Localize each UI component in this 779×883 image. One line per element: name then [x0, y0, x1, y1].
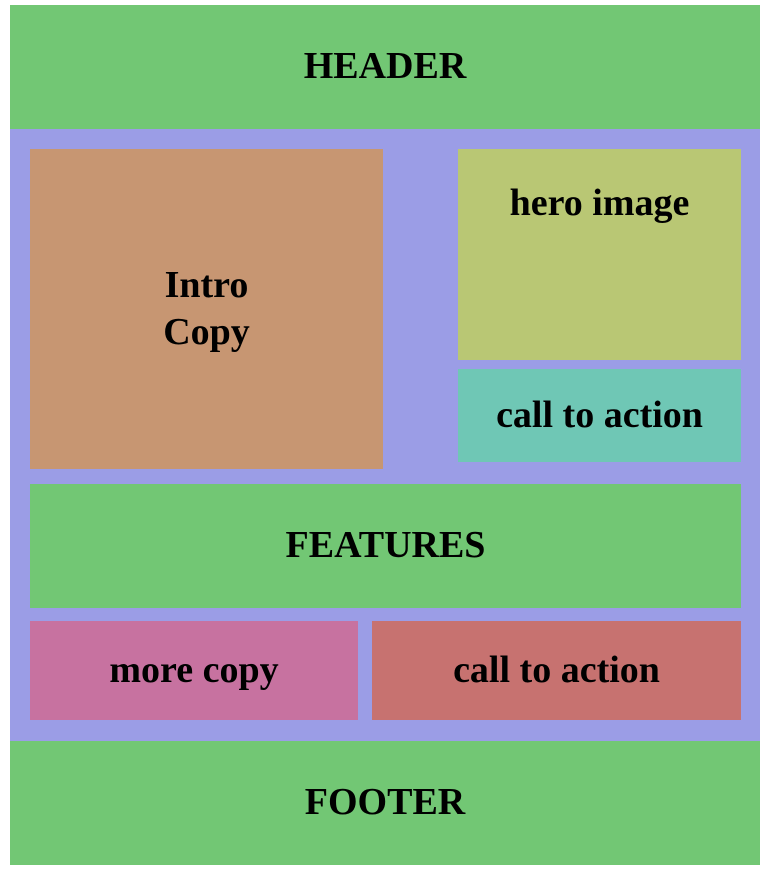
call-to-action-primary-block: call to action	[458, 369, 741, 462]
hero-image-label: hero image	[509, 182, 690, 224]
call-to-action-primary-label: call to action	[496, 393, 703, 436]
more-copy-label: more copy	[109, 648, 279, 691]
call-to-action-secondary-label: call to action	[453, 648, 660, 691]
call-to-action-secondary-block: call to action	[372, 621, 741, 720]
features-label: FEATURES	[285, 524, 486, 567]
intro-copy-block: Intro Copy	[30, 149, 383, 469]
features-block: FEATURES	[30, 484, 741, 608]
footer-label: FOOTER	[304, 781, 466, 824]
footer-block: FOOTER	[10, 741, 760, 865]
header-label: HEADER	[303, 45, 467, 88]
more-copy-block: more copy	[30, 621, 358, 720]
hero-image-block: hero image	[458, 149, 741, 360]
header-block: HEADER	[10, 5, 760, 129]
intro-copy-label: Intro Copy	[163, 263, 250, 354]
